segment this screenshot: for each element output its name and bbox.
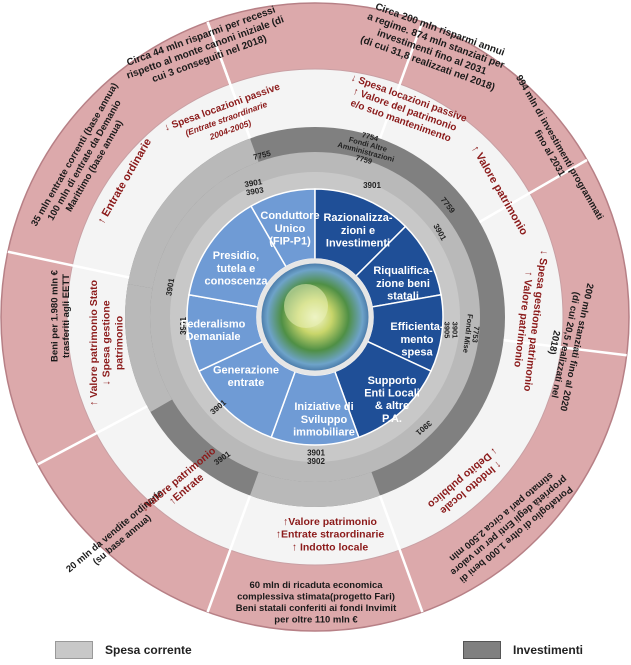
strategy-label-9-line: conoscenza — [205, 276, 269, 288]
current-spending-code-2: 3901 — [363, 181, 381, 190]
current-spending-code-2-line: 3901 — [363, 181, 381, 190]
strategy-label-9-line: Presidio, — [213, 250, 259, 262]
center-hub-highlight — [284, 284, 328, 328]
effect-text-8-line: ↓ Spesa gestione — [101, 300, 113, 385]
strategy-label-5-line: Supporto — [368, 375, 417, 387]
legend-swatch-light — [55, 641, 93, 659]
legend-investimenti: Investimenti — [463, 640, 583, 660]
strategy-label-4-line: spesa — [401, 347, 433, 359]
effect-text-8-line: ↑ Valore patrimonio Stato — [88, 280, 100, 406]
strategy-label-5-line: P.A. — [382, 413, 402, 425]
strategy-label-1-line: Conduttore — [260, 210, 319, 222]
outer-impact-text-8-line: trasferiti agli EETT — [61, 274, 72, 358]
effect-text-6-line: ↑Entrate straordinarie — [276, 529, 385, 541]
investment-code-6-line: 3901 — [164, 277, 176, 297]
investment-band-light-segment — [124, 284, 173, 412]
current-spending-code-1-line: 3903 — [245, 185, 265, 197]
current-spending-code-6-line: 3902 — [307, 457, 325, 466]
current-spending-code-8-line: 3901 — [179, 317, 188, 335]
hub-layer — [256, 258, 374, 376]
strategy-label-5-line: & altre — [375, 400, 409, 412]
current-spending-code-4-line: 3905 — [442, 322, 451, 339]
effect-text-6-line: ↑ Indotto locale — [292, 541, 369, 553]
strategy-label-3-line: zione beni — [376, 278, 430, 290]
current-spending-code-6-line: 3901 — [307, 449, 325, 458]
strategy-label-1-line: Unico — [275, 223, 306, 235]
strategy-label-6-line: Sviluppo — [301, 414, 348, 426]
investment-code-2-line: 7754 — [361, 130, 380, 143]
ring-divider-line — [478, 158, 588, 224]
outer-impact-text-6-line: per oltre 110 mln € — [274, 614, 358, 625]
strategy-label-6-line: Iniziative di — [294, 401, 353, 413]
legend-spesa-corrente: Spesa corrente — [55, 640, 192, 660]
outer-impact-text-6: 60 mln di ricaduta economicacomplessiva … — [236, 580, 397, 625]
investment-code-4-line: 7753 — [470, 326, 481, 344]
outer-impact-text-8-line: Beni per 1.980 mln € — [50, 269, 61, 362]
investment-code-2-line: 7759 — [355, 153, 373, 166]
strategy-label-2-line: Razionalizza- — [323, 212, 392, 224]
ring-divider-line — [503, 338, 627, 357]
outer-impact-text-6-line: complessiva stimata(progetto Fari) — [237, 592, 395, 603]
investment-band-light-segment — [127, 138, 259, 289]
strategy-label-2-line: Investimenti — [326, 238, 390, 250]
strategy-label-1-line: (FIP-P1) — [269, 236, 311, 248]
strategy-label-7-line: entrate — [228, 377, 265, 389]
outer-impact-text-6-line: 60 mln di ricaduta economica — [249, 580, 383, 591]
effect-text-8-line: patrimonio — [113, 316, 125, 370]
strategy-label-5-line: Enti Locali — [364, 388, 420, 400]
strategy-label-8-line: Federalismo — [181, 319, 246, 331]
ring-divider-line — [378, 495, 424, 613]
legend-swatch-dark — [463, 641, 501, 659]
current-spending-code-4-line: 3901 — [450, 322, 459, 339]
strategy-label-8-line: Demaniale — [185, 331, 240, 343]
strategy-label-6-line: immobiliare — [293, 427, 355, 439]
current-spending-code-1-line: 3901 — [244, 177, 264, 189]
ring-divider-line — [37, 405, 148, 466]
strategy-label-2-line: zioni e — [341, 225, 375, 237]
outer-impact-text-6-line: Beni statali conferiti ai fondi Invimit — [236, 603, 397, 614]
strategy-label-9-line: tutela e — [217, 263, 256, 275]
effect-text-6-line: ↑Valore patrimonio — [283, 516, 377, 528]
strategy-label-7-line: Generazione — [213, 365, 279, 377]
current-spending-code-8: 3901 — [179, 317, 188, 335]
ring-divider-line — [206, 495, 252, 613]
effect-text-6: ↑Valore patrimonio↑Entrate straordinarie… — [276, 516, 385, 553]
effect-text-8: ↑ Valore patrimonio Stato↓ Spesa gestion… — [88, 280, 125, 406]
strategy-label-4-line: Efficienta- — [390, 321, 444, 333]
legend-label-investimenti: Investimenti — [513, 643, 584, 657]
investment-code-6: 3901 — [164, 277, 176, 297]
investment-band-light-segment — [250, 472, 380, 508]
outer-impact-text-8: Beni per 1.980 mln €trasferiti agli EETT — [50, 269, 72, 362]
strategy-label-3-line: statali — [387, 291, 419, 303]
ring-divider-line — [7, 250, 130, 279]
outer-impact-text-4-line: 2018) — [546, 329, 562, 355]
strategy-label-3-line: Riqualifica- — [373, 265, 433, 277]
ring-divider-line — [206, 21, 252, 139]
strategy-label-4-line: mento — [401, 334, 434, 346]
sectors-layer — [186, 188, 444, 446]
ring-divider-line — [378, 21, 424, 139]
legend-label-spesa-corrente: Spesa corrente — [105, 643, 192, 657]
